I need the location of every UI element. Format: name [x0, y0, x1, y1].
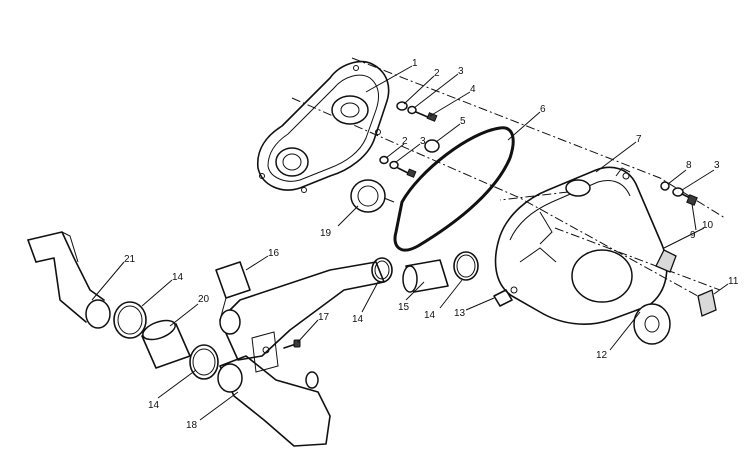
- callout-10: 10: [702, 220, 714, 231]
- callout-21: 21: [124, 254, 136, 265]
- callout-17: 17: [318, 312, 330, 323]
- duct-16: [215, 261, 385, 361]
- callout-3: 3: [458, 66, 464, 77]
- callout-2-lower: 2: [402, 136, 408, 147]
- callout-14-a: 14: [172, 272, 184, 283]
- callout-6: 6: [540, 104, 546, 115]
- coupler-15: [402, 259, 449, 293]
- callout-3-lower: 3: [420, 136, 426, 147]
- callout-labels: 1 2 3 4 5 6 7 8 3 2 3 9 10 11 12 13 14 1…: [124, 58, 739, 431]
- duct-18: [217, 331, 331, 447]
- plate-11: [697, 289, 717, 317]
- callout-14-d: 14: [424, 310, 436, 321]
- callout-1: 1: [412, 58, 418, 69]
- outer-clutch-cover: [494, 166, 668, 325]
- gasket-12: [633, 303, 671, 345]
- callout-8: 8: [686, 160, 692, 171]
- drive-belt: [393, 126, 515, 252]
- callout-13: 13: [454, 308, 466, 319]
- right-fasteners: [660, 181, 698, 206]
- coupler-20: [141, 319, 191, 369]
- callout-7: 7: [636, 134, 642, 145]
- inner-cover-plate: [257, 60, 390, 193]
- screw-17: [283, 339, 301, 349]
- leader-lines: [91, 65, 729, 421]
- callout-18: 18: [186, 420, 198, 431]
- callout-15: 15: [398, 302, 410, 313]
- callout-20: 20: [198, 294, 210, 305]
- bracket-13: [493, 289, 513, 307]
- lower-fasteners: [379, 155, 417, 178]
- callout-12: 12: [596, 350, 608, 361]
- callout-4: 4: [470, 84, 476, 95]
- callout-2: 2: [434, 68, 440, 79]
- callout-11: 11: [728, 276, 739, 287]
- clip-10: [655, 249, 677, 273]
- callout-3-right: 3: [714, 160, 720, 171]
- callout-5: 5: [460, 116, 466, 127]
- callout-9: 9: [690, 230, 696, 241]
- intake-duct-21: [27, 231, 111, 329]
- callout-14-c: 14: [352, 314, 364, 325]
- callout-19: 19: [320, 228, 332, 239]
- center-lines: [291, 57, 726, 301]
- seal-19: [350, 179, 395, 213]
- callout-16: 16: [268, 248, 280, 259]
- callout-14-b: 14: [148, 400, 160, 411]
